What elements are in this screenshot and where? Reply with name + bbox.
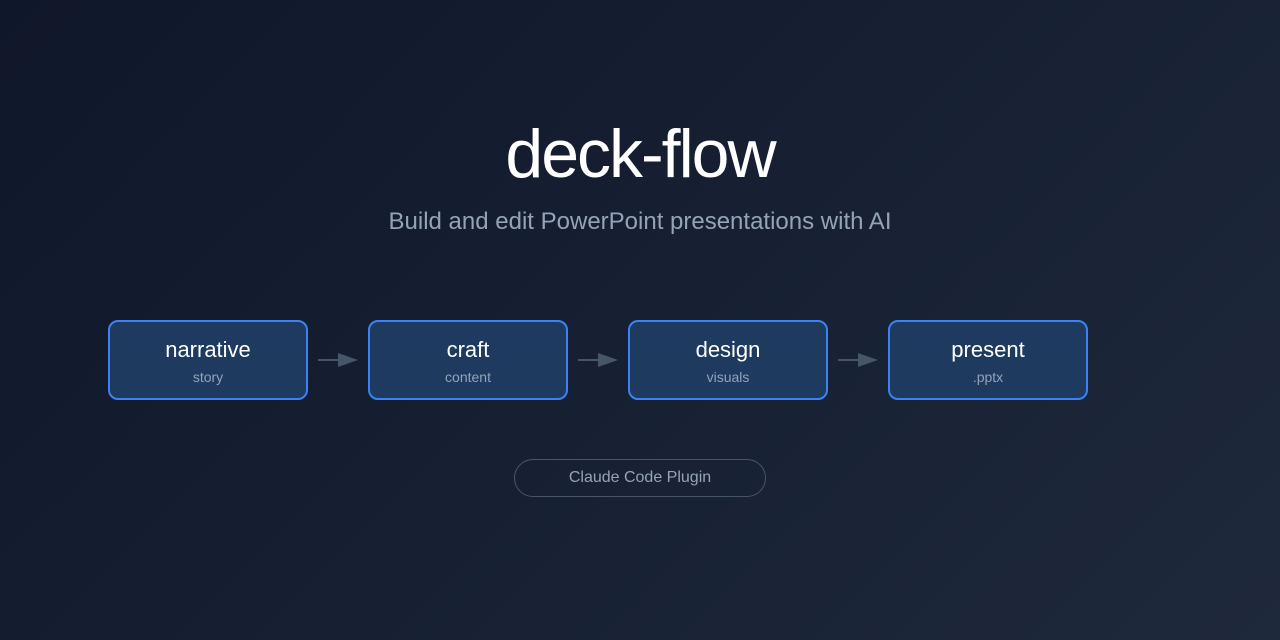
workflow-diagram: narrative story craft content design vis… — [108, 320, 1088, 400]
step-label: narrative — [165, 337, 251, 362]
step-sublabel: content — [445, 369, 491, 385]
step-sublabel: story — [192, 369, 224, 385]
step-narrative: narrative story — [108, 320, 308, 400]
page-title: deck-flow — [505, 116, 776, 192]
step-label: design — [695, 337, 761, 362]
step-design: design visuals — [628, 320, 828, 400]
step-craft: craft content — [368, 320, 568, 400]
arrow-right-icon — [568, 320, 628, 400]
plugin-badge: Claude Code Plugin — [514, 459, 766, 497]
step-sublabel: visuals — [706, 369, 750, 385]
arrow-right-icon — [828, 320, 888, 400]
page-subtitle: Build and edit PowerPoint presentations … — [388, 208, 892, 235]
arrow-right-icon — [308, 320, 368, 400]
step-present: present .pptx — [888, 320, 1088, 400]
step-label: present — [951, 337, 1025, 362]
step-label: craft — [446, 337, 490, 362]
step-sublabel: .pptx — [972, 369, 1004, 385]
